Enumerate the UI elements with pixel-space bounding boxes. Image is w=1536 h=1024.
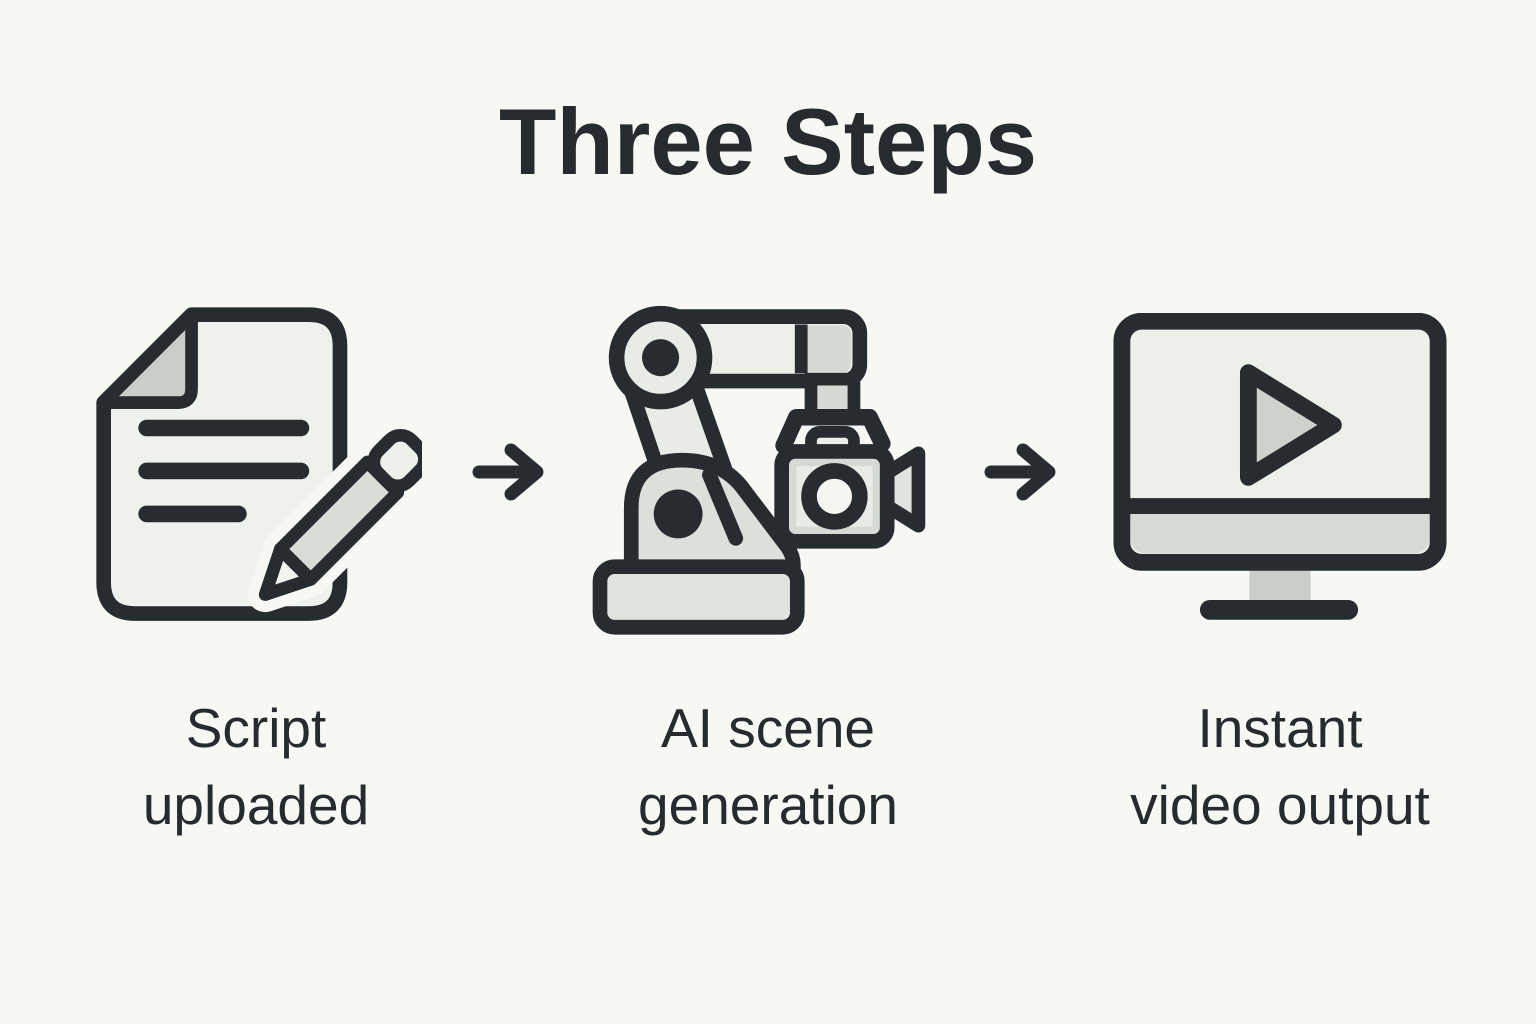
- arrow-right-icon: [472, 443, 544, 501]
- robot-base-mound: [623, 452, 801, 580]
- robot-shoulder-pin: [641, 338, 680, 376]
- document-fold: [97, 308, 198, 409]
- document-text-lines: [138, 419, 310, 523]
- step-instant-video-output: Instant video output: [1070, 294, 1490, 844]
- steps-row: Script uploaded: [0, 294, 1536, 844]
- step1-icon-box: [90, 294, 422, 644]
- arrow-1-box: [466, 440, 558, 504]
- arrow-2-box: [978, 440, 1070, 504]
- step2-icon-box: [592, 294, 944, 644]
- monitor-play-icon: [1113, 313, 1447, 620]
- robot-arm-end-block: [801, 324, 852, 372]
- robot-base-joint-hole: [653, 489, 703, 538]
- step3-label-line1: Instant: [1197, 697, 1363, 759]
- robot-gripper-claw: [775, 408, 891, 454]
- page-title: Three Steps: [498, 89, 1038, 194]
- robot-arm-camera-icon: [592, 305, 926, 635]
- step2-label: AI scene generation: [638, 690, 898, 844]
- play-icon: [1239, 364, 1342, 486]
- step1-label-line1: Script: [185, 697, 327, 759]
- camera-lens: [801, 462, 868, 530]
- step3-label: Instant video output: [1130, 690, 1430, 844]
- step2-label-line1: AI scene: [660, 697, 875, 759]
- step3-label-line2: video output: [1130, 774, 1430, 836]
- monitor-bottom-strip: [1130, 511, 1430, 554]
- step2-label-line2: generation: [638, 774, 898, 836]
- step3-icon-box: [1112, 294, 1448, 644]
- step1-label-line2: uploaded: [142, 774, 370, 836]
- step-script-uploaded: Script uploaded: [46, 294, 466, 844]
- arrow-right-icon: [984, 443, 1056, 501]
- robot-arm-edge: [702, 467, 744, 546]
- pencil-icon: [258, 428, 422, 601]
- document-pencil-icon: [96, 307, 422, 621]
- step1-label: Script uploaded: [143, 690, 369, 844]
- monitor-stand-base: [1199, 599, 1359, 620]
- step-ai-scene-generation: AI scene generation: [558, 294, 978, 844]
- robot-base-plate: [592, 558, 805, 635]
